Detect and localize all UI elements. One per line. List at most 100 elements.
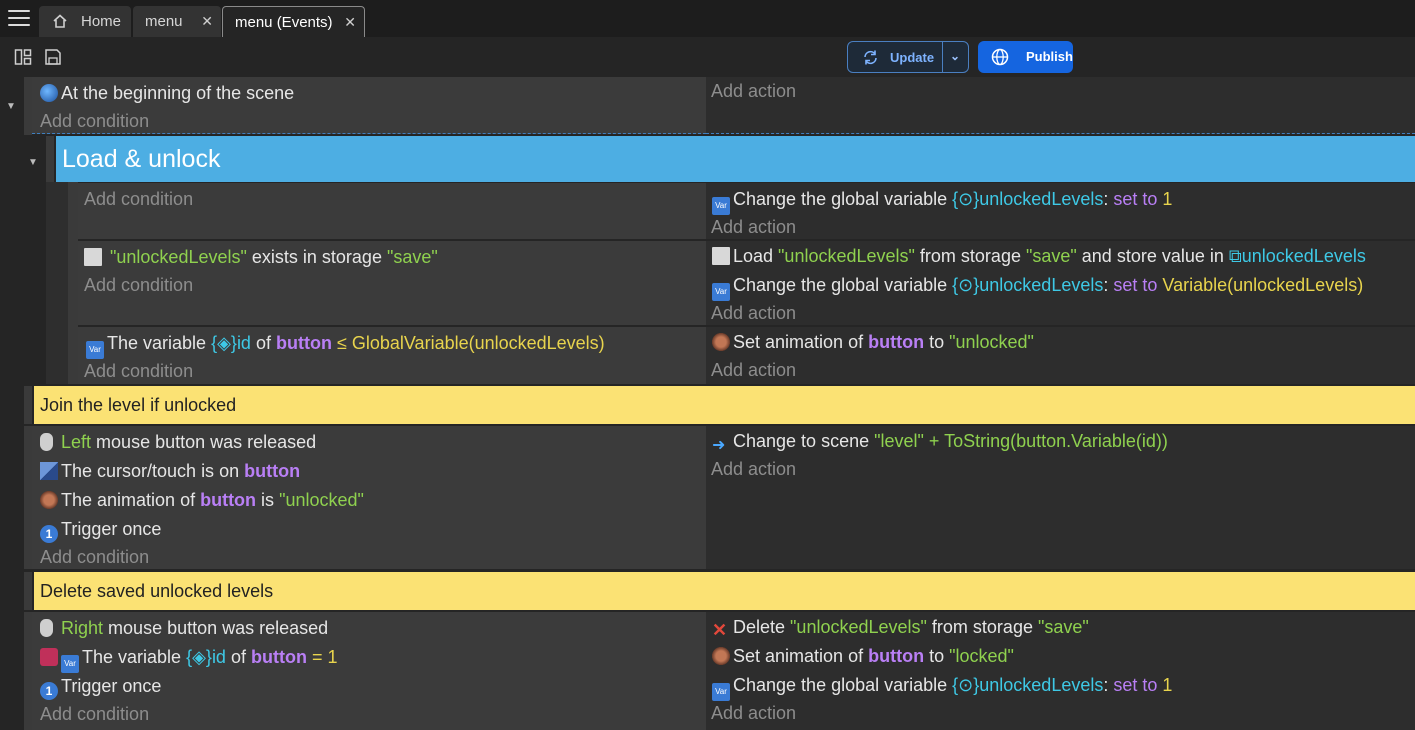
update-button[interactable]: Update ⌄	[847, 41, 969, 73]
condition-text: The cursor/touch is on	[61, 461, 245, 481]
value: GlobalVariable(unlockedLevels)	[351, 333, 605, 353]
variable-name: unlockedLevels	[979, 675, 1104, 695]
event-1-actions[interactable]	[706, 77, 1415, 134]
add-condition-link[interactable]: Add condition	[84, 361, 194, 381]
add-condition-link[interactable]: Add condition	[40, 704, 150, 724]
trigger-once-icon: 1	[40, 525, 58, 543]
action-text: Delete	[733, 617, 791, 637]
event-gutter	[24, 612, 32, 730]
action-set-animation[interactable]: Set animation of button to "locked"	[712, 645, 1014, 667]
animation-icon	[712, 333, 730, 351]
event-3-actions[interactable]	[706, 241, 1415, 325]
event-6-conditions[interactable]	[32, 612, 706, 730]
trigger-once-icon: 1	[40, 682, 58, 700]
chevron-down-icon[interactable]: ▼	[28, 157, 38, 168]
animation-icon	[40, 491, 58, 509]
add-action-link[interactable]: Add action	[711, 703, 797, 723]
event-2-actions[interactable]	[706, 183, 1415, 239]
condition-text: of	[225, 647, 251, 667]
variable-name: unlockedLevels	[1241, 246, 1366, 266]
comment-block[interactable]: Join the level if unlocked	[34, 386, 1415, 424]
add-condition-link[interactable]: Add condition	[40, 547, 150, 567]
condition-text: At the beginning of the scene	[61, 83, 295, 103]
scene-variable-icon: ⧉	[1228, 246, 1242, 266]
save-icon[interactable]	[44, 48, 62, 66]
object-variable-icon: {◈}	[186, 647, 212, 667]
variable-icon: Var	[712, 283, 730, 301]
condition-text: exists in storage	[246, 247, 387, 267]
add-condition-link[interactable]: Add condition	[84, 189, 194, 209]
animation-icon	[712, 647, 730, 665]
close-icon[interactable]: ✕	[201, 13, 213, 29]
chevron-down-icon[interactable]: ▼	[6, 101, 16, 112]
add-action-link[interactable]: Add action	[711, 81, 797, 101]
tab-home[interactable]: Home	[39, 6, 131, 37]
object-name: button	[200, 490, 257, 510]
event-4-actions[interactable]	[706, 327, 1415, 384]
condition-scene-start[interactable]: At the beginning of the scene	[40, 82, 294, 104]
chevron-down-icon[interactable]: ⌄	[950, 49, 961, 63]
add-action-link[interactable]: Add action	[711, 360, 797, 380]
action-set-animation[interactable]: Set animation of button to "unlocked"	[712, 331, 1034, 353]
variable-icon: Var	[61, 655, 79, 673]
mouse-button-name: Right	[61, 618, 104, 638]
close-icon[interactable]: ✕	[344, 14, 356, 30]
condition-cursor-on-object[interactable]: The cursor/touch is on button	[40, 460, 300, 482]
event-gutter	[24, 77, 32, 135]
value: 1	[1162, 675, 1173, 695]
condition-text: of	[250, 333, 276, 353]
comment-gutter	[24, 572, 32, 610]
tab-menu-events[interactable]: menu (Events) ✕	[222, 6, 365, 37]
tab-menu[interactable]: menu ✕	[133, 6, 221, 37]
event-6-actions[interactable]	[706, 612, 1415, 730]
comment-block[interactable]: Delete saved unlocked levels	[34, 572, 1415, 610]
condition-text: Trigger once	[61, 676, 162, 696]
publish-button[interactable]: Publish	[978, 41, 1073, 73]
object-name: button	[275, 333, 332, 353]
action-change-scene[interactable]: ➜Change to scene "level" + ToString(butt…	[712, 430, 1168, 455]
object-variable-icon: {◈}	[211, 333, 237, 353]
storage-icon	[84, 248, 102, 266]
action-text: from storage	[926, 617, 1038, 637]
comment-gutter	[24, 386, 32, 424]
event-2-conditions[interactable]	[78, 183, 706, 239]
condition-animation-is[interactable]: The animation of button is "unlocked"	[40, 489, 364, 511]
group-gutter	[46, 182, 68, 384]
event-5-conditions[interactable]	[32, 426, 706, 569]
event-4-conditions[interactable]	[78, 327, 706, 384]
event-5-actions[interactable]	[706, 426, 1415, 569]
operator: set to	[1113, 189, 1158, 209]
add-action-link[interactable]: Add action	[711, 217, 797, 237]
menu-icon[interactable]	[8, 10, 30, 28]
publish-button-label: Publish	[1026, 49, 1073, 64]
variable-icon: Var	[712, 683, 730, 701]
condition-storage-exists[interactable]: "unlockedLevels" exists in storage "save…	[84, 246, 438, 268]
action-delete-storage[interactable]: ✕Delete "unlockedLevels" from storage "s…	[712, 616, 1089, 639]
event-1-conditions[interactable]	[32, 77, 706, 134]
group-header[interactable]: Load & unlock	[56, 136, 1415, 182]
add-action-link[interactable]: Add action	[711, 459, 797, 479]
event-3-conditions[interactable]	[78, 241, 706, 325]
add-action-link[interactable]: Add action	[711, 303, 797, 323]
storage-icon	[712, 247, 730, 265]
update-button-label: Update	[890, 50, 935, 65]
cursor-icon	[40, 462, 58, 480]
add-condition-link[interactable]: Add condition	[84, 275, 194, 295]
action-load-storage[interactable]: Load "unlockedLevels" from storage "save…	[712, 245, 1366, 267]
condition-mouse-released[interactable]: Left mouse button was released	[40, 431, 316, 453]
string-value: "save"	[1037, 617, 1089, 637]
string-value: "unlockedLevels"	[778, 246, 915, 266]
panels-icon[interactable]	[14, 48, 32, 66]
globe-icon	[991, 48, 1009, 66]
variable-name: unlockedLevels	[979, 189, 1104, 209]
condition-mouse-released[interactable]: Right mouse button was released	[40, 617, 328, 639]
add-condition-link[interactable]: Add condition	[40, 111, 150, 131]
expression-value: "level" + ToString(button.Variable(id))	[874, 431, 1168, 451]
